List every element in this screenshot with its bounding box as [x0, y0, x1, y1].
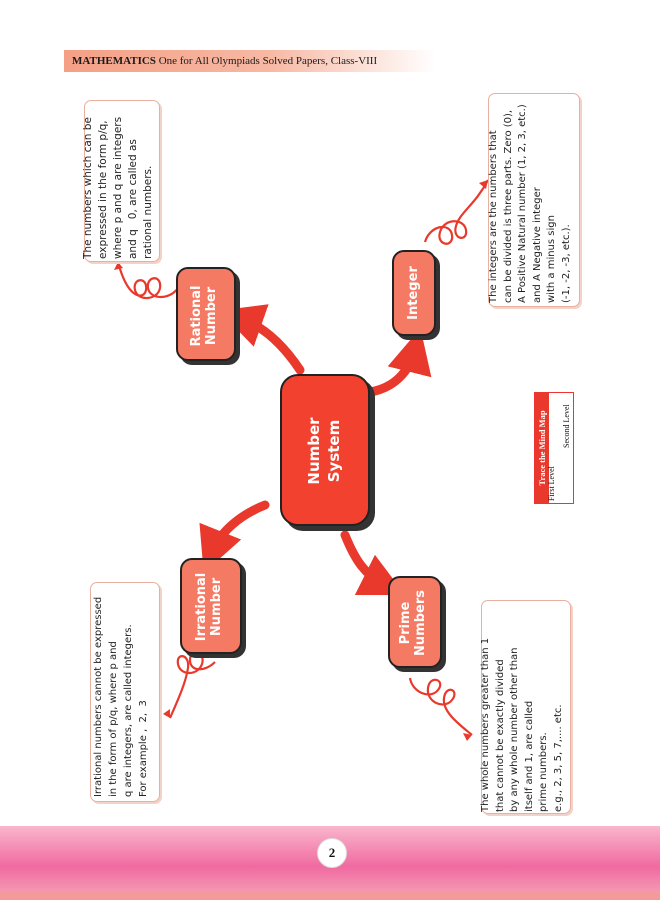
second-level-label: Second Level [562, 404, 571, 448]
rational-number-node: Rational Number [176, 267, 236, 361]
prime-numbers-node: Prime Numbers [388, 576, 442, 668]
irrational-note: Irrational numbers cannot be expressed i… [93, 596, 149, 797]
rational-note-box [84, 100, 160, 262]
page-number: 2 [328, 845, 336, 860]
irrational-number-node: Irrational Number [180, 558, 242, 654]
prime-note-box [481, 600, 571, 814]
arrow-to-integer [365, 328, 432, 397]
integer-note-box [488, 93, 580, 307]
arrow-to-rational [218, 304, 305, 375]
prime-numbers-label: Prime Numbers [398, 590, 428, 656]
header-title: One for All Olympiads Solved Papers, Cla… [158, 55, 378, 67]
irrational-number-label: Irrational Number [194, 572, 224, 642]
number-system-label: Number System [305, 417, 343, 485]
page-number-badge: 2 [317, 838, 347, 868]
integer-note: The integers are the numbers that can be… [488, 104, 572, 303]
spiral-prime [408, 677, 473, 736]
first-level-label: First Level [547, 466, 556, 501]
arrow-to-irrational [199, 500, 270, 573]
spiral-irrational [168, 651, 216, 719]
irrational-note-box [90, 582, 160, 802]
arrow-to-prime [340, 530, 406, 596]
number-system-node: Number System [280, 374, 370, 526]
spiral-integer [423, 179, 489, 245]
prime-note: The whole numbers greater than 1 that ca… [480, 637, 564, 812]
rational-note: The numbers which can be expressed in th… [82, 116, 154, 259]
integer-label: Integer [406, 266, 421, 320]
mind-map-levels-legend: Trace the Mind Map First Level Second Le… [534, 392, 574, 504]
page-header: MATHEMATICS One for All Olympiads Solved… [64, 50, 436, 72]
header-subject: MATHEMATICS [72, 55, 156, 67]
spiral-rational [116, 261, 179, 300]
integer-node: Integer [392, 250, 436, 336]
rational-number-label: Rational Number [189, 285, 219, 347]
